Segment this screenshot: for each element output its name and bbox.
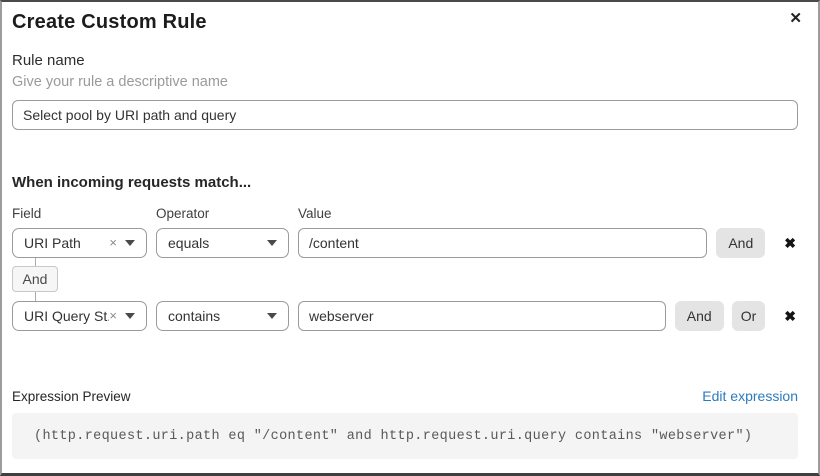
value-column-label: Value — [298, 206, 332, 221]
operator-select-value: equals — [168, 235, 210, 251]
delete-row-icon[interactable]: ✖ — [784, 235, 796, 251]
page-title: Create Custom Rule — [12, 11, 207, 33]
operator-column-label: Operator — [156, 206, 210, 221]
delete-row-icon[interactable]: ✖ — [784, 308, 796, 324]
field-select[interactable]: URI Query St... × — [12, 301, 147, 331]
field-select[interactable]: URI Path × — [12, 228, 147, 258]
operator-select[interactable]: contains — [156, 301, 289, 331]
match-column-labels: Field Operator Value — [12, 206, 798, 222]
match-section-heading: When incoming requests match... — [12, 174, 252, 191]
chevron-down-icon — [125, 313, 135, 319]
add-or-condition-button[interactable]: Or — [731, 301, 766, 331]
match-row: URI Path × equals And ✖ — [12, 228, 798, 258]
chevron-down-icon — [125, 240, 135, 246]
connector-line — [34, 292, 36, 301]
match-row: URI Query St... × contains And Or ✖ — [12, 301, 798, 331]
operator-select[interactable]: equals — [156, 228, 289, 258]
close-icon[interactable]: ✕ — [785, 8, 806, 30]
field-select-value: URI Query St... — [24, 308, 109, 324]
value-input[interactable] — [298, 301, 666, 331]
condition-connector: And — [11, 258, 59, 301]
clear-selection-icon[interactable]: × — [109, 308, 117, 323]
rule-name-label: Rule name — [12, 52, 85, 69]
add-and-condition-button[interactable]: And — [716, 228, 766, 258]
chevron-down-icon — [267, 313, 277, 319]
value-input[interactable] — [298, 228, 708, 258]
expression-preview-header: Expression Preview Edit expression — [12, 388, 798, 405]
clear-selection-icon[interactable]: × — [109, 235, 117, 250]
edit-expression-link[interactable]: Edit expression — [702, 388, 798, 404]
add-and-condition-button[interactable]: And — [674, 301, 724, 331]
expression-code-block: (http.request.uri.path eq "/content" and… — [12, 413, 798, 459]
field-select-value: URI Path — [24, 235, 81, 251]
field-column-label: Field — [12, 206, 42, 221]
and-connector-badge: And — [11, 266, 59, 292]
chevron-down-icon — [267, 240, 277, 246]
expression-preview-label: Expression Preview — [12, 389, 131, 404]
connector-line — [34, 258, 36, 266]
rule-name-input[interactable] — [12, 100, 798, 130]
rule-name-help: Give your rule a descriptive name — [12, 74, 228, 90]
operator-select-value: contains — [168, 308, 221, 324]
